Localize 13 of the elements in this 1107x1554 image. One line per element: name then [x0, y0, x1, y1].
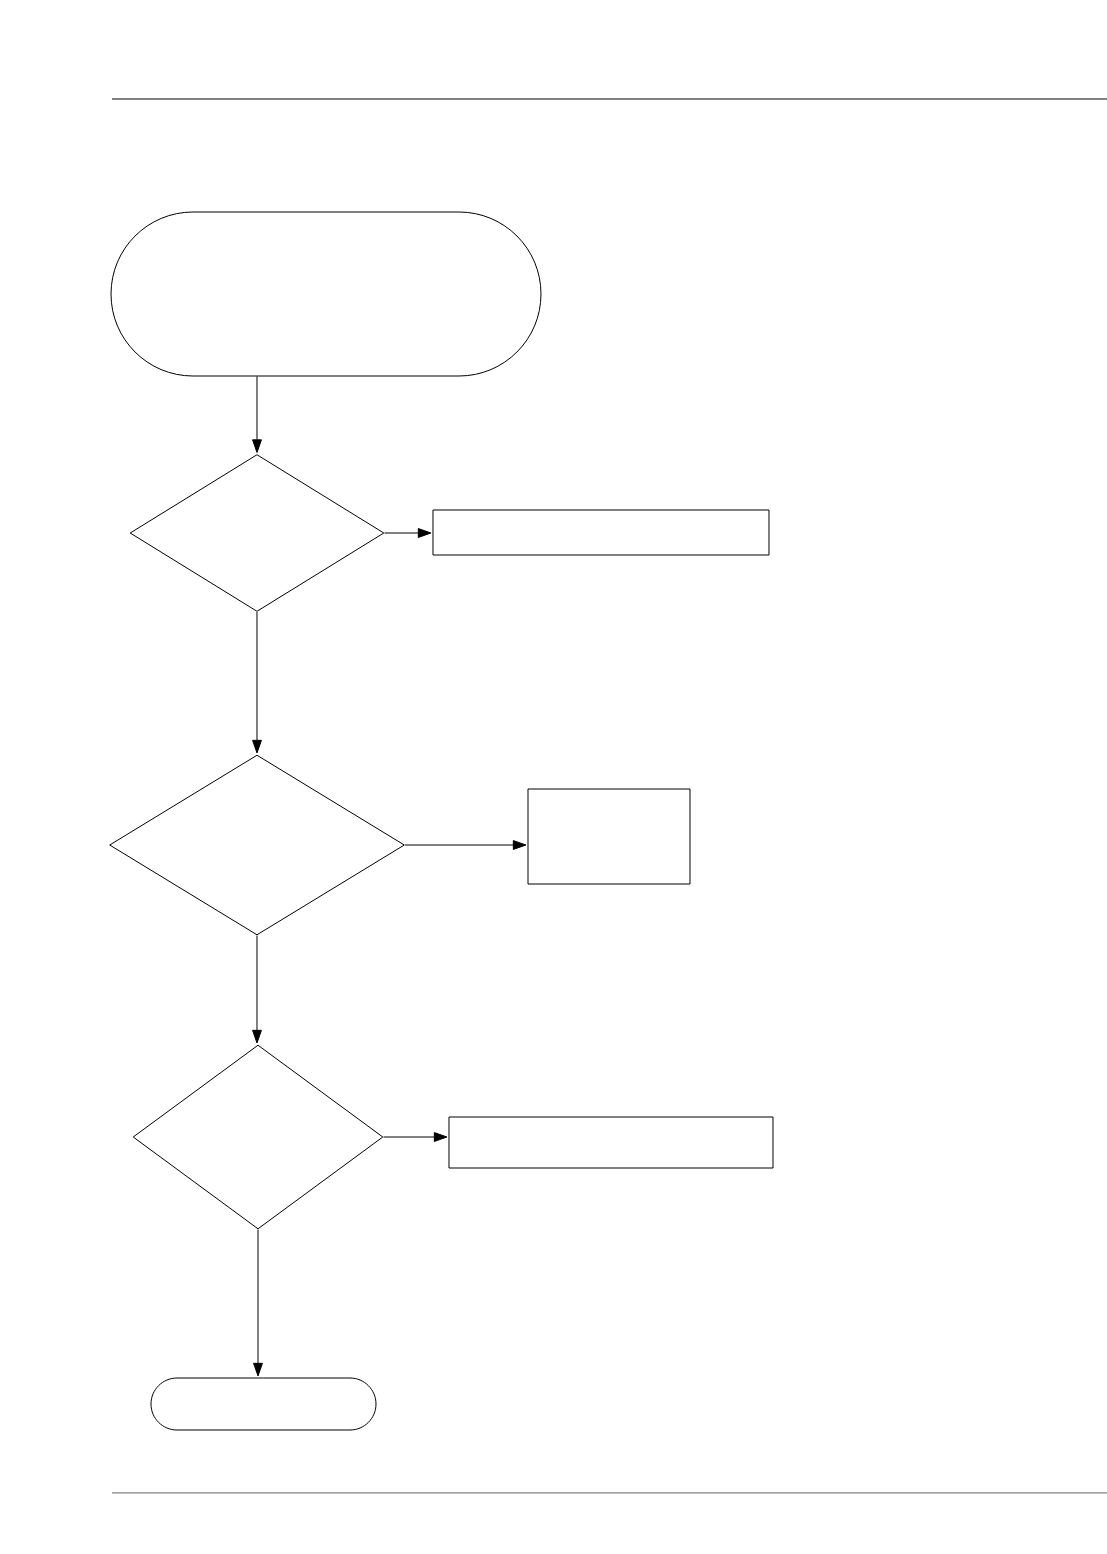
arrow — [404, 840, 527, 850]
decision-diamond — [129, 454, 385, 612]
decision-diamond — [132, 1044, 384, 1230]
arrow — [384, 528, 432, 538]
process-box — [527, 788, 691, 885]
arrow — [252, 935, 262, 1044]
arrow — [252, 376, 262, 453]
arrow — [253, 1229, 263, 1377]
decision-diamond — [109, 754, 405, 936]
process-box — [432, 509, 770, 556]
arrow — [383, 1132, 448, 1142]
process-box — [448, 1116, 774, 1169]
arrow — [252, 611, 262, 754]
